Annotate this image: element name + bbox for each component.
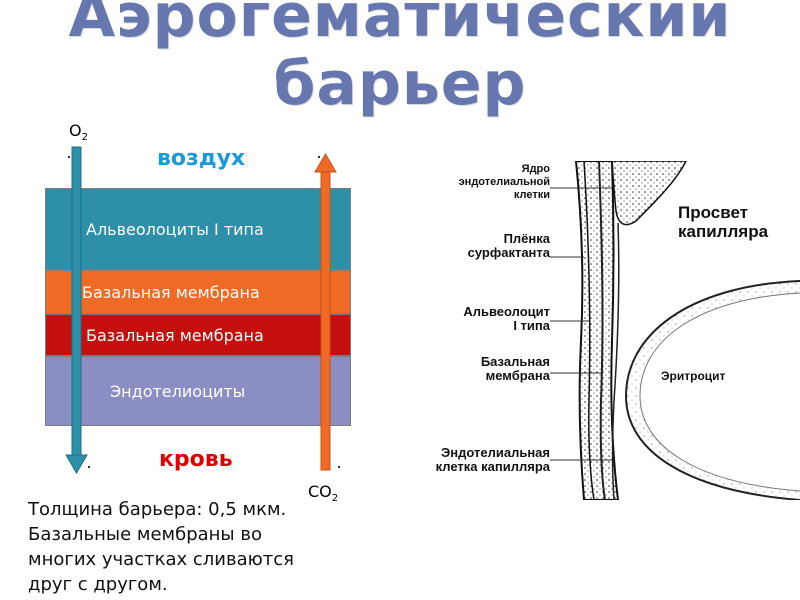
capillary-wall bbox=[611, 222, 620, 500]
layer-basal-membrane-2: Базальная мембрана bbox=[45, 314, 351, 356]
dot-marker bbox=[88, 466, 90, 468]
air-label: воздух bbox=[157, 146, 246, 171]
label-basal-membrane: Базальная мембрана bbox=[480, 354, 550, 383]
description-line: друг с другом. bbox=[28, 574, 168, 595]
co2-up-arrow bbox=[314, 153, 337, 471]
dot-marker bbox=[338, 466, 340, 468]
layer-alveolocytes: Альвеолоциты I типа bbox=[45, 188, 351, 270]
erythrocyte-shape bbox=[624, 280, 800, 500]
label-alveolocyte: Альвеолоцит I типа bbox=[463, 304, 550, 333]
dot-marker bbox=[68, 156, 70, 158]
histology-drawing bbox=[386, 161, 800, 500]
co2-label: CO2 bbox=[308, 482, 339, 505]
o2-label: O2 bbox=[69, 121, 88, 144]
description-text: Толщина барьера: 0,5 мкм. Базальные мемб… bbox=[28, 497, 368, 597]
blood-label: кровь bbox=[159, 447, 233, 472]
label-erythrocyte: Эритроцит bbox=[661, 369, 726, 383]
layer-endotheliocytes: Эндотелиоциты bbox=[45, 356, 351, 426]
label-endothelial-cell: Эндотелиальная клетка капилляра bbox=[435, 445, 550, 474]
dot-marker bbox=[318, 156, 320, 158]
slide-title-line-1: Аэрогематический bbox=[68, 0, 732, 51]
description-line: Толщина барьера: 0,5 мкм. bbox=[28, 499, 287, 520]
histology-figure: Ядро эндотелиальной клетки Плёнка сурфак… bbox=[386, 161, 800, 500]
o2-down-arrow bbox=[65, 146, 88, 474]
description-line: многих участках сливаются bbox=[28, 549, 294, 570]
layer-basal-membrane-1: Базальная мембрана bbox=[45, 270, 351, 314]
barrier-strip bbox=[574, 161, 620, 500]
slide-title-line-2: барьер bbox=[273, 49, 527, 119]
leader-lines bbox=[550, 187, 612, 461]
label-surfactant: Плёнка сурфактанта bbox=[467, 231, 550, 260]
description-line: Базальные мембраны во bbox=[28, 524, 262, 545]
endothelial-nucleus bbox=[611, 161, 687, 226]
label-capillary-lumen: Просвет капилляра bbox=[678, 203, 769, 241]
label-nucleus: Ядро эндотелиальной клетки bbox=[458, 163, 550, 201]
